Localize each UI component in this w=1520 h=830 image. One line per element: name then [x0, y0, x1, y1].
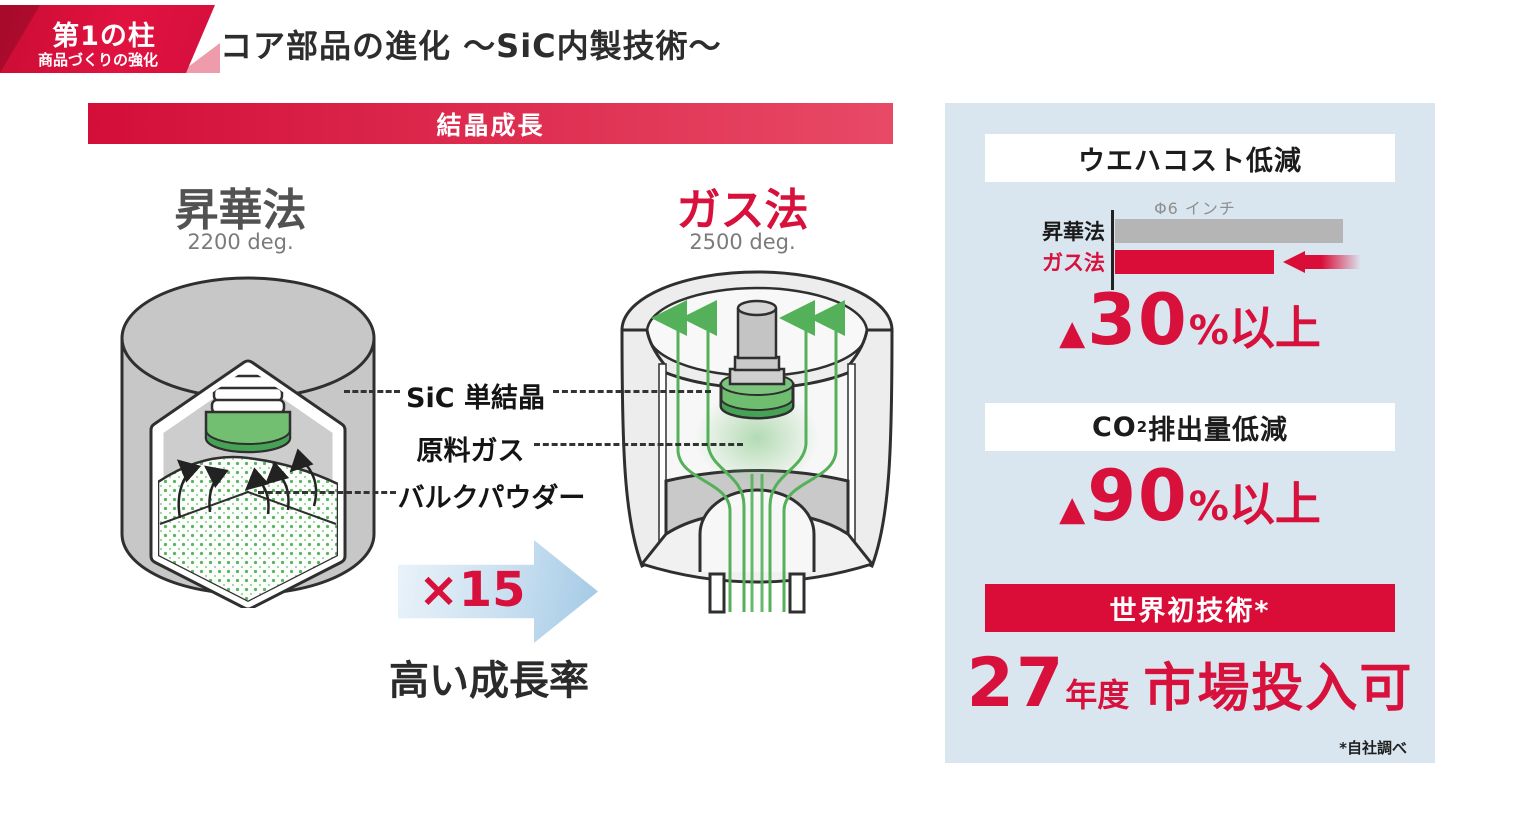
leader-crystal-left	[344, 390, 400, 393]
wafer-cost-kpi: ▲30%以上	[965, 285, 1415, 363]
gas-inlet-arch	[698, 488, 816, 572]
gas-flow-lines	[651, 300, 845, 612]
sic-single-crystal	[719, 299, 795, 420]
gas-temp: 2500 deg.	[689, 230, 796, 254]
wafer-cost-title: ウエハコスト低減	[985, 134, 1395, 182]
page-title: コア部品の進化 〜SiC内製技術〜	[220, 27, 722, 65]
label-bulk-powder: バルクパウダー	[397, 483, 586, 514]
gas-method-label: ガス法	[676, 185, 809, 236]
label-source-gas: 原料ガス	[416, 436, 525, 467]
launch-year-unit: 年度	[1065, 676, 1130, 714]
wafer-size-label: Φ6 インチ	[1154, 199, 1236, 218]
right-leg	[788, 572, 806, 614]
left-leg	[708, 572, 726, 614]
leader-powder	[258, 491, 396, 494]
co2-title-prefix: CO	[1091, 411, 1137, 443]
wafer-kpi-percent: %	[1188, 308, 1229, 354]
world-first-banner: 世界初技術*	[985, 584, 1395, 632]
gas-method-crucible-diagram	[620, 270, 894, 614]
co2-kpi-suffix: 以上	[1228, 477, 1321, 531]
wafer-kpi-suffix: 以上	[1228, 301, 1321, 355]
crystal-growth-banner: 結晶成長	[88, 103, 893, 144]
sublimation-temp: 2200 deg.	[187, 230, 294, 254]
right-wall	[848, 328, 894, 569]
triangle-down-icon: ▲	[1059, 313, 1086, 353]
crucible-interior	[158, 374, 338, 602]
co2-title-subscript: 2	[1136, 418, 1149, 436]
left-wall	[620, 328, 666, 569]
chart-axis	[1111, 210, 1114, 290]
growth-arrow: ×15	[398, 540, 598, 643]
growth-multiplier: ×15	[418, 561, 526, 618]
label-sic-single-crystal: SiC 単結晶	[406, 383, 545, 414]
bar-gas	[1115, 250, 1274, 274]
co2-kpi: ▲90%以上	[965, 461, 1415, 539]
powder-crease	[159, 490, 337, 525]
launch-year: 27	[966, 644, 1066, 723]
cost-reduction-arrow-tail	[1304, 255, 1361, 269]
sublimation-method-label: 昇華法	[174, 185, 307, 236]
footnote: *自社調べ	[1339, 739, 1407, 757]
leader-crystal-right	[553, 390, 711, 393]
badge-subtitle: 商品づくりの強化	[37, 51, 158, 69]
launch-text: 市場投入可	[1143, 659, 1414, 719]
cost-reduction-arrow-icon	[1283, 251, 1305, 273]
badge-title: 第1の柱	[52, 21, 156, 52]
co2-kpi-percent: %	[1188, 484, 1229, 530]
badge-background	[0, 5, 215, 73]
chart-row-gas: ガス法	[1042, 251, 1105, 275]
sublimation-crucible-diagram	[120, 276, 376, 608]
bar-sublimation	[1115, 219, 1343, 243]
pillar-badge: 第1の柱 商品づくりの強化	[0, 5, 220, 73]
co2-title-suffix: 排出量低減	[1148, 414, 1289, 446]
leader-gas	[534, 443, 743, 446]
growth-caption: 高い成長率	[389, 658, 589, 704]
triangle-down-icon: ▲	[1059, 489, 1086, 529]
chart-row-sublimation: 昇華法	[1042, 220, 1105, 244]
co2-kpi-number: 90	[1087, 455, 1189, 537]
wafer-kpi-number: 30	[1087, 279, 1189, 361]
